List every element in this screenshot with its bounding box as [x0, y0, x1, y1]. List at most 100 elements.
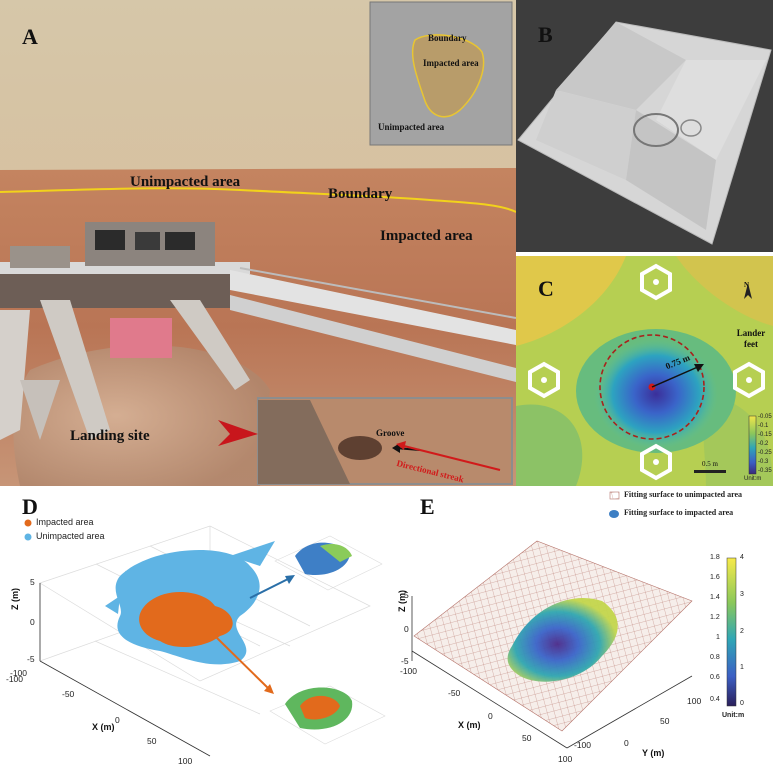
impacted-fit-surface — [507, 598, 618, 682]
c-cb-tick: -0.15 — [758, 432, 772, 438]
e-x-tick: 50 — [522, 733, 532, 743]
d-z-axis-label: Z (m) — [10, 588, 20, 610]
e-colorbar-unit: Unit:m — [722, 712, 745, 719]
panel-b: B — [516, 0, 773, 252]
lander — [0, 222, 516, 440]
panel-b-3d-model — [517, 21, 772, 245]
c-cb-tick: -0.35 — [758, 468, 772, 474]
e-cb-right-tick: 3 — [740, 591, 744, 598]
e-cb-right-tick: 0 — [740, 700, 744, 707]
e-cb-left-tick: 0.4 — [710, 696, 720, 703]
hexagon-right — [733, 361, 765, 399]
hexagon-top — [640, 263, 672, 301]
scalebar-label: 0.5 m — [702, 460, 718, 468]
c-cb-tick: -0.3 — [758, 459, 769, 465]
legend-impacted: Impacted area — [36, 517, 94, 527]
panel-e: E Fitting surface to unimpacted area Fit… — [392, 486, 773, 771]
panel-c: C N Lander feet 0.75 m 0.5 m -0.05 -0.1 … — [516, 256, 773, 486]
e-y-tick: -100 — [574, 740, 592, 750]
groove-label: Groove — [376, 428, 405, 438]
inset-unimpacted-label: Unimpacted area — [378, 122, 445, 132]
e-z-tick: 0 — [404, 624, 409, 634]
e-y-tick: 100 — [687, 696, 702, 706]
panel-c-colorbar — [748, 415, 757, 475]
north-arrow — [744, 283, 752, 299]
panel-c-elevation-map — [516, 256, 773, 486]
scalebar — [694, 470, 726, 473]
d-x-tick: -100 — [6, 674, 24, 684]
d-x-tick: 50 — [147, 736, 157, 746]
boundary-line — [0, 187, 516, 213]
d-x-tick: 100 — [178, 756, 193, 766]
landing-site-label: Landing site — [70, 428, 150, 444]
d-inset-impacted — [269, 685, 386, 745]
e-y-axis-label: Y (m) — [642, 748, 665, 758]
inset-impacted-label: Impacted area — [423, 58, 479, 68]
d-x-tick: -50 — [62, 689, 75, 699]
d-x-axis-label: X (m) — [92, 722, 115, 732]
c-cb-tick: -0.05 — [758, 414, 772, 420]
inset-boundary-label: Boundary — [428, 33, 467, 43]
c-cb-tick: -0.1 — [758, 423, 769, 429]
impacted-point-cloud — [139, 591, 233, 648]
lander-foot-hexagons — [528, 263, 765, 481]
e-z-tick: 5 — [404, 590, 409, 600]
north-label: N — [744, 281, 750, 289]
panel-a-satellite-inset — [369, 1, 513, 146]
e-cb-left-tick: 1.6 — [710, 574, 720, 581]
panel-e-letter: E — [420, 494, 435, 519]
d-z-tick: 5 — [30, 577, 35, 587]
c-cb-tick: -0.2 — [758, 441, 769, 447]
panel-b-letter: B — [538, 22, 553, 47]
panel-d: D Impacted area Unimpacted area Z (m) 5 … — [0, 486, 392, 771]
d-inset-unimpacted — [274, 535, 383, 591]
legend-unimpacted-fit: Fitting surface to unimpacted area — [624, 490, 743, 499]
e-x-tick: -100 — [400, 666, 418, 676]
d-z-tick: 0 — [30, 617, 35, 627]
zoom-arrow-orange — [214, 635, 271, 691]
panel-d-point-cloud — [24, 519, 386, 757]
hexagon-left — [528, 361, 560, 399]
e-x-tick: 100 — [558, 754, 573, 764]
e-cb-left-tick: 1.2 — [710, 614, 720, 621]
panel-a: A Boundary Impacted area Unimpacted area… — [0, 0, 516, 486]
e-cb-right-tick: 2 — [740, 628, 744, 635]
e-cb-left-tick: 0.8 — [710, 654, 720, 661]
impacted-area-label: Impacted area — [380, 228, 473, 244]
e-y-tick: 0 — [624, 738, 629, 748]
c-cb-tick: -0.25 — [758, 450, 772, 456]
e-cb-left-tick: 0.6 — [710, 674, 720, 681]
boundary-label: Boundary — [328, 186, 393, 202]
e-cb-right-tick: 1 — [740, 664, 744, 671]
e-cb-right-tick: 4 — [740, 554, 744, 561]
e-colorbar — [726, 557, 737, 707]
panel-d-letter: D — [22, 494, 38, 519]
hexagon-bottom — [640, 443, 672, 481]
streak-arrow — [399, 444, 501, 471]
legend-unimpacted: Unimpacted area — [36, 531, 105, 541]
panel-a-letter: A — [22, 24, 38, 49]
landing-site-arrow — [218, 420, 258, 446]
panel-c-letter: C — [538, 276, 554, 301]
radius-circle — [599, 334, 705, 440]
e-cb-left-tick: 1.4 — [710, 594, 720, 601]
legend-impacted-fit: Fitting surface to impacted area — [624, 508, 734, 517]
e-x-tick: 0 — [488, 711, 493, 721]
unimpacted-area-label: Unimpacted area — [130, 174, 241, 190]
d-x-tick: 0 — [115, 715, 120, 725]
e-cb-left-tick: 1 — [716, 634, 720, 641]
c-colorbar-unit: Unit:m — [744, 476, 762, 482]
e-x-axis-label: X (m) — [458, 720, 481, 730]
panel-a-zoom-inset — [257, 397, 513, 485]
zoom-arrow-blue — [249, 577, 291, 599]
panel-a-photo — [0, 0, 516, 486]
radius-line — [651, 365, 701, 388]
e-cb-left-tick: 1.8 — [710, 554, 720, 561]
e-y-tick: 50 — [660, 716, 670, 726]
e-x-tick: -50 — [448, 688, 461, 698]
lander-feet-label: Lander feet — [736, 328, 766, 349]
e-z-tick: -5 — [401, 656, 409, 666]
d-z-tick: -5 — [27, 654, 35, 664]
d-y-tick: -100 — [10, 668, 28, 678]
panel-e-fitted-surfaces — [411, 491, 737, 749]
